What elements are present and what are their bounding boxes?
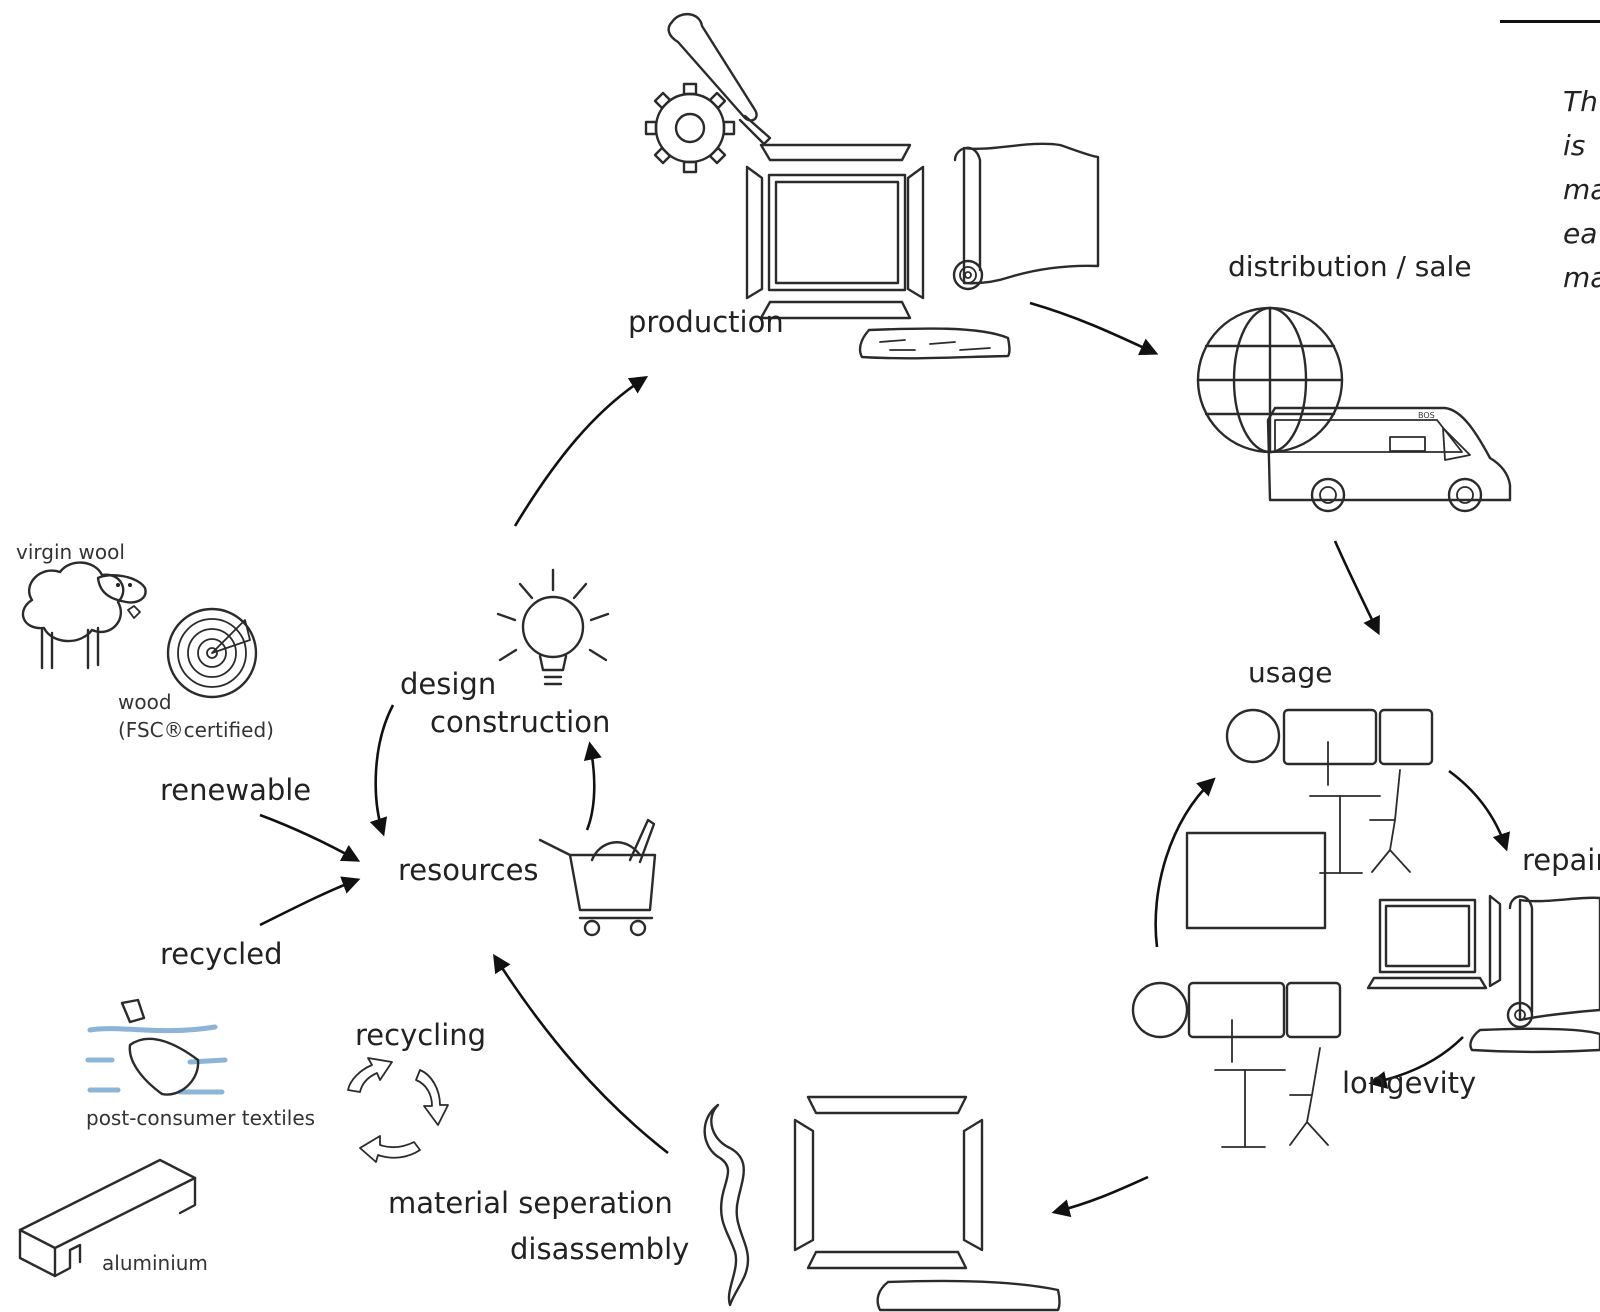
intro-line: is xyxy=(1563,129,1586,162)
arrow-distribution-to-usage xyxy=(1333,540,1380,636)
globe-icon xyxy=(1196,306,1344,454)
arrow-longevity-to-disassembly xyxy=(1051,1175,1149,1218)
arrow-design-to-production xyxy=(513,376,649,527)
aluminium-label: aluminium xyxy=(102,1251,208,1275)
distribution-illustration: BOS xyxy=(1196,306,1512,513)
van-icon: BOS xyxy=(1266,406,1512,513)
longevity-label: longevity xyxy=(1342,1066,1477,1100)
gear-icon xyxy=(644,82,736,174)
distribution-label: distribution / sale xyxy=(1228,250,1472,283)
sheep-icon xyxy=(21,561,147,670)
repair-illustration xyxy=(1366,894,1600,1054)
longevity-illustration xyxy=(1131,981,1342,1148)
top-rule xyxy=(1500,20,1600,23)
arrow-production-to-distribution xyxy=(1029,301,1159,356)
post-consumer-textiles-label: post-consumer textiles xyxy=(86,1106,316,1130)
light-bulb-icon xyxy=(496,568,610,686)
felt-pad-icon xyxy=(1469,1027,1600,1054)
intro-text-clipped: Th is ma ea ma xyxy=(1563,80,1600,300)
textiles-icon xyxy=(85,998,228,1096)
intro-line: ea xyxy=(1563,217,1598,250)
repair-label: repair xyxy=(1522,843,1600,877)
recycling-label: recycling xyxy=(355,1018,487,1052)
shopping-cart-icon xyxy=(538,818,657,937)
disassembly-label: disassembly xyxy=(510,1232,690,1266)
material-separation-label: material seperation xyxy=(388,1186,673,1220)
virgin-wool-label: virgin wool xyxy=(16,540,125,564)
fsc-label: (FSC®certified) xyxy=(118,718,274,742)
wood-label: wood xyxy=(118,690,172,714)
van-logo-text: BOS xyxy=(1418,411,1435,420)
intro-line: Th xyxy=(1563,85,1598,118)
production-label: production xyxy=(628,305,784,339)
felt-pad-icon xyxy=(876,1279,1061,1312)
arrow-renewable-to-resources xyxy=(259,813,361,862)
frame-panels-icon xyxy=(793,1095,984,1270)
renewable-label: renewable xyxy=(160,773,312,807)
production-illustration xyxy=(644,13,1100,360)
arrow-disassembly-to-resources xyxy=(493,953,669,1155)
arrow-longevity-to-usage xyxy=(1154,777,1216,948)
screwdriver-icon xyxy=(667,13,772,146)
usage-label: usage xyxy=(1248,656,1333,689)
felt-fiber-icon xyxy=(703,1103,750,1307)
felt-pad-icon xyxy=(858,327,1011,360)
arrow-design-to-resources xyxy=(369,704,395,837)
arrow-usage-to-repair xyxy=(1448,769,1511,852)
disassembly-illustration xyxy=(703,1095,1061,1312)
construction-label: construction xyxy=(430,705,611,739)
arrow-repair-to-longevity xyxy=(1368,1036,1464,1089)
arrow-recycled-to-resources xyxy=(259,876,361,927)
resources-label: resources xyxy=(398,853,539,887)
usage-illustration xyxy=(1185,708,1434,930)
frame-panels-icon xyxy=(745,143,925,320)
fabric-roll-icon xyxy=(952,142,1100,291)
recycling-arrows-icon xyxy=(347,1057,449,1163)
aluminium-profile-icon xyxy=(18,1158,197,1278)
intro-line: ma xyxy=(1563,173,1600,206)
wood-slice-icon xyxy=(166,607,258,699)
intro-line: ma xyxy=(1563,261,1600,294)
design-label: design xyxy=(400,667,497,701)
arrow-resources-to-design xyxy=(583,741,602,831)
fabric-roll-icon xyxy=(1506,895,1600,1029)
recycled-label: recycled xyxy=(160,937,283,971)
board-icon xyxy=(1185,831,1327,930)
flow-arrows xyxy=(259,301,1511,1218)
